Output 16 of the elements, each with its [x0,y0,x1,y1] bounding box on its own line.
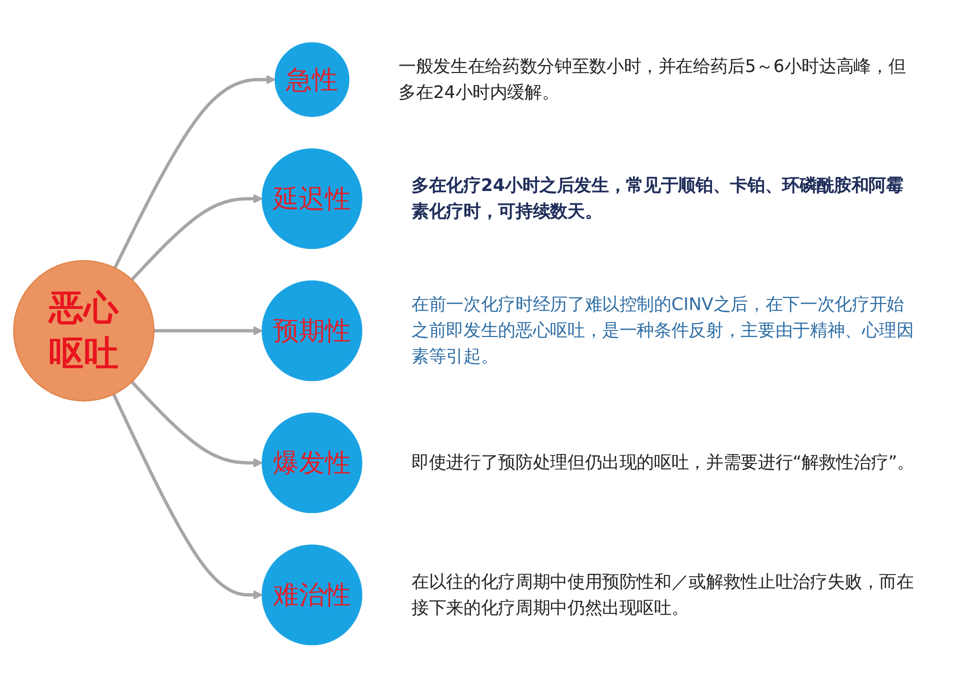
node-circle: 预期性 [262,280,362,381]
arrow [130,194,263,281]
node-label: 即使进行了预防处理但仍出现的呕吐，并需要进行“解救性治疗”。 [412,452,914,472]
arrow [130,380,263,468]
node-circle: 急性 [274,42,350,117]
arrow [113,74,276,268]
node-label: 一般发生在给药数分钟至数小时，并在给药后5～6小时达高峰，但多在24小时内缓解。 [398,56,906,102]
node-circle: 恶心呕吐 [13,260,154,402]
node-label: 在以往的化疗周期中使用预防性和／或解救性止吐治疗失败，而在接下来的化疗周期中仍然出现呕吐。 [412,570,914,618]
node-circle: 延迟性 [262,148,362,249]
node-label: 多在化疗24小时之后发生，常见于顺铂、卡铂、环磷酰胺和阿霉素化疗时，可持续数天。 [412,174,904,222]
node-circle: 爆发性 [262,412,362,513]
arrow [112,393,263,600]
node-circle: 难治性 [262,544,362,646]
node-label: 在前一次化疗时经历了难以控制的CINV之后，在下一次化疗开始之前即发生的恶心呕吐，是一种条件反射，主要由于精神、心理因素等引起。 [412,294,914,366]
arrow [154,326,263,336]
